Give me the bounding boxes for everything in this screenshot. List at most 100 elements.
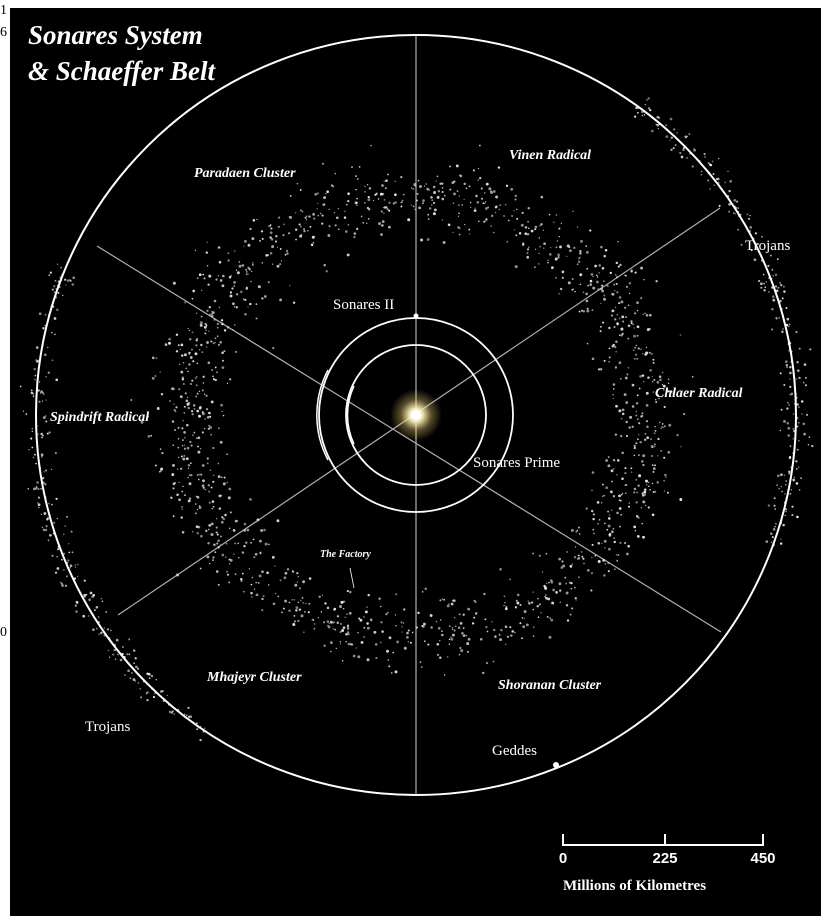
- asteroid: [208, 424, 211, 427]
- asteroid: [171, 387, 175, 391]
- asteroid: [228, 562, 231, 565]
- asteroid: [468, 185, 471, 188]
- asteroid: [576, 263, 579, 266]
- trojan-asteroid: [22, 410, 25, 412]
- asteroid: [519, 622, 522, 625]
- asteroid: [439, 639, 441, 642]
- asteroid: [663, 479, 665, 482]
- asteroid: [180, 455, 183, 458]
- trojan-asteroid: [775, 316, 778, 320]
- asteroid: [659, 378, 662, 382]
- asteroid: [436, 642, 440, 646]
- asteroid: [176, 468, 179, 470]
- trojan-asteroid: [35, 346, 39, 349]
- asteroid: [538, 252, 540, 255]
- asteroid: [641, 460, 644, 463]
- trojan-asteroid: [37, 506, 40, 509]
- trojan-asteroid: [65, 284, 67, 286]
- asteroid: [654, 429, 657, 432]
- asteroid: [299, 189, 302, 191]
- trojan-asteroid: [636, 111, 639, 114]
- asteroid: [630, 322, 633, 325]
- asteroid: [346, 613, 348, 615]
- trojan-asteroid: [37, 502, 39, 504]
- trojan-asteroid: [31, 427, 34, 430]
- trojan-asteroid: [69, 564, 73, 568]
- asteroid: [244, 313, 247, 316]
- trojan-asteroid: [74, 564, 76, 566]
- asteroid: [262, 595, 265, 597]
- asteroid: [186, 403, 190, 406]
- asteroid: [181, 508, 183, 511]
- asteroid: [514, 194, 517, 198]
- asteroid: [178, 388, 181, 391]
- asteroid: [509, 626, 512, 629]
- trojan-asteroid: [796, 361, 799, 364]
- asteroid: [636, 334, 639, 337]
- trojan-asteroid: [804, 384, 807, 387]
- asteroid: [600, 302, 602, 304]
- trojan-asteroid: [776, 484, 778, 486]
- asteroid: [645, 479, 648, 483]
- asteroid: [247, 306, 249, 308]
- asteroid: [173, 388, 176, 390]
- trojan-asteroid: [137, 682, 140, 684]
- asteroid: [233, 553, 235, 555]
- asteroid: [635, 515, 639, 518]
- asteroid: [188, 338, 192, 341]
- asteroid: [297, 576, 300, 578]
- asteroid: [630, 467, 633, 470]
- asteroid: [468, 228, 471, 231]
- asteroid: [537, 263, 540, 265]
- asteroid: [183, 447, 186, 450]
- asteroid: [295, 606, 299, 610]
- asteroid: [323, 203, 326, 206]
- asteroid: [383, 206, 387, 209]
- asteroid: [251, 576, 254, 579]
- trojan-asteroid: [196, 728, 198, 731]
- asteroid: [526, 255, 530, 259]
- asteroid: [247, 273, 249, 275]
- asteroid: [586, 309, 590, 313]
- trojan-asteroid: [105, 611, 108, 613]
- asteroid: [189, 440, 192, 444]
- trojan-asteroid: [787, 434, 790, 437]
- trojan-asteroid: [761, 235, 763, 238]
- asteroid: [177, 438, 180, 440]
- trojan-asteroid: [769, 254, 772, 257]
- asteroid: [266, 254, 269, 257]
- asteroid: [181, 427, 184, 430]
- asteroid: [574, 546, 577, 548]
- asteroid: [643, 279, 645, 281]
- asteroid: [604, 563, 607, 565]
- asteroid: [617, 459, 620, 462]
- asteroid: [555, 591, 558, 594]
- asteroid: [210, 486, 213, 489]
- asteroid: [220, 319, 224, 322]
- asteroid: [518, 231, 522, 235]
- asteroid: [411, 631, 414, 634]
- asteroid: [204, 418, 206, 420]
- asteroid: [443, 194, 446, 197]
- asteroid: [491, 214, 494, 218]
- asteroid: [484, 192, 486, 194]
- asteroid: [478, 220, 480, 222]
- asteroid: [191, 348, 193, 351]
- asteroid: [226, 382, 229, 384]
- asteroid: [547, 259, 549, 261]
- asteroid: [555, 246, 558, 249]
- asteroid: [395, 593, 398, 596]
- asteroid: [367, 198, 371, 202]
- asteroid: [210, 400, 214, 404]
- trojan-asteroid: [63, 569, 65, 571]
- asteroid: [567, 281, 571, 285]
- asteroid: [628, 426, 631, 429]
- asteroid: [164, 343, 168, 346]
- trojan-asteroid: [665, 124, 668, 127]
- asteroid: [521, 211, 524, 215]
- asteroid: [178, 456, 180, 459]
- asteroid: [400, 205, 403, 208]
- trojan-asteroid: [34, 453, 36, 456]
- asteroid: [455, 164, 459, 168]
- asteroid: [302, 602, 305, 604]
